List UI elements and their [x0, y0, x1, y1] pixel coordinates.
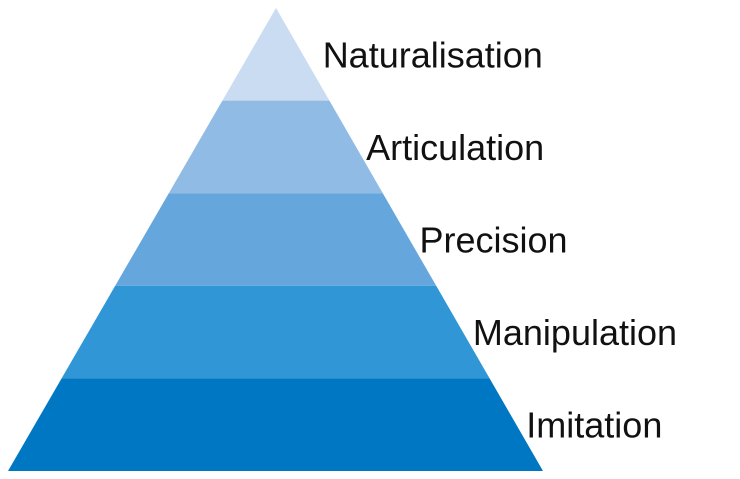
- pyramid-layers: [8, 8, 543, 471]
- pyramid-layer-imitation: [8, 378, 543, 471]
- pyramid-labels: NaturalisationArticulationPrecisionManip…: [323, 34, 677, 445]
- pyramid-layer-articulation: [168, 100, 383, 194]
- pyramid-layer-manipulation: [61, 285, 490, 379]
- level-label-articulation: Articulation: [366, 127, 544, 168]
- level-label-naturalisation: Naturalisation: [323, 34, 543, 75]
- level-label-manipulation: Manipulation: [473, 312, 677, 353]
- pyramid-layer-precision: [115, 193, 437, 286]
- level-label-precision: Precision: [420, 220, 568, 261]
- pyramid-layer-naturalisation: [222, 8, 330, 101]
- level-label-imitation: Imitation: [526, 405, 662, 446]
